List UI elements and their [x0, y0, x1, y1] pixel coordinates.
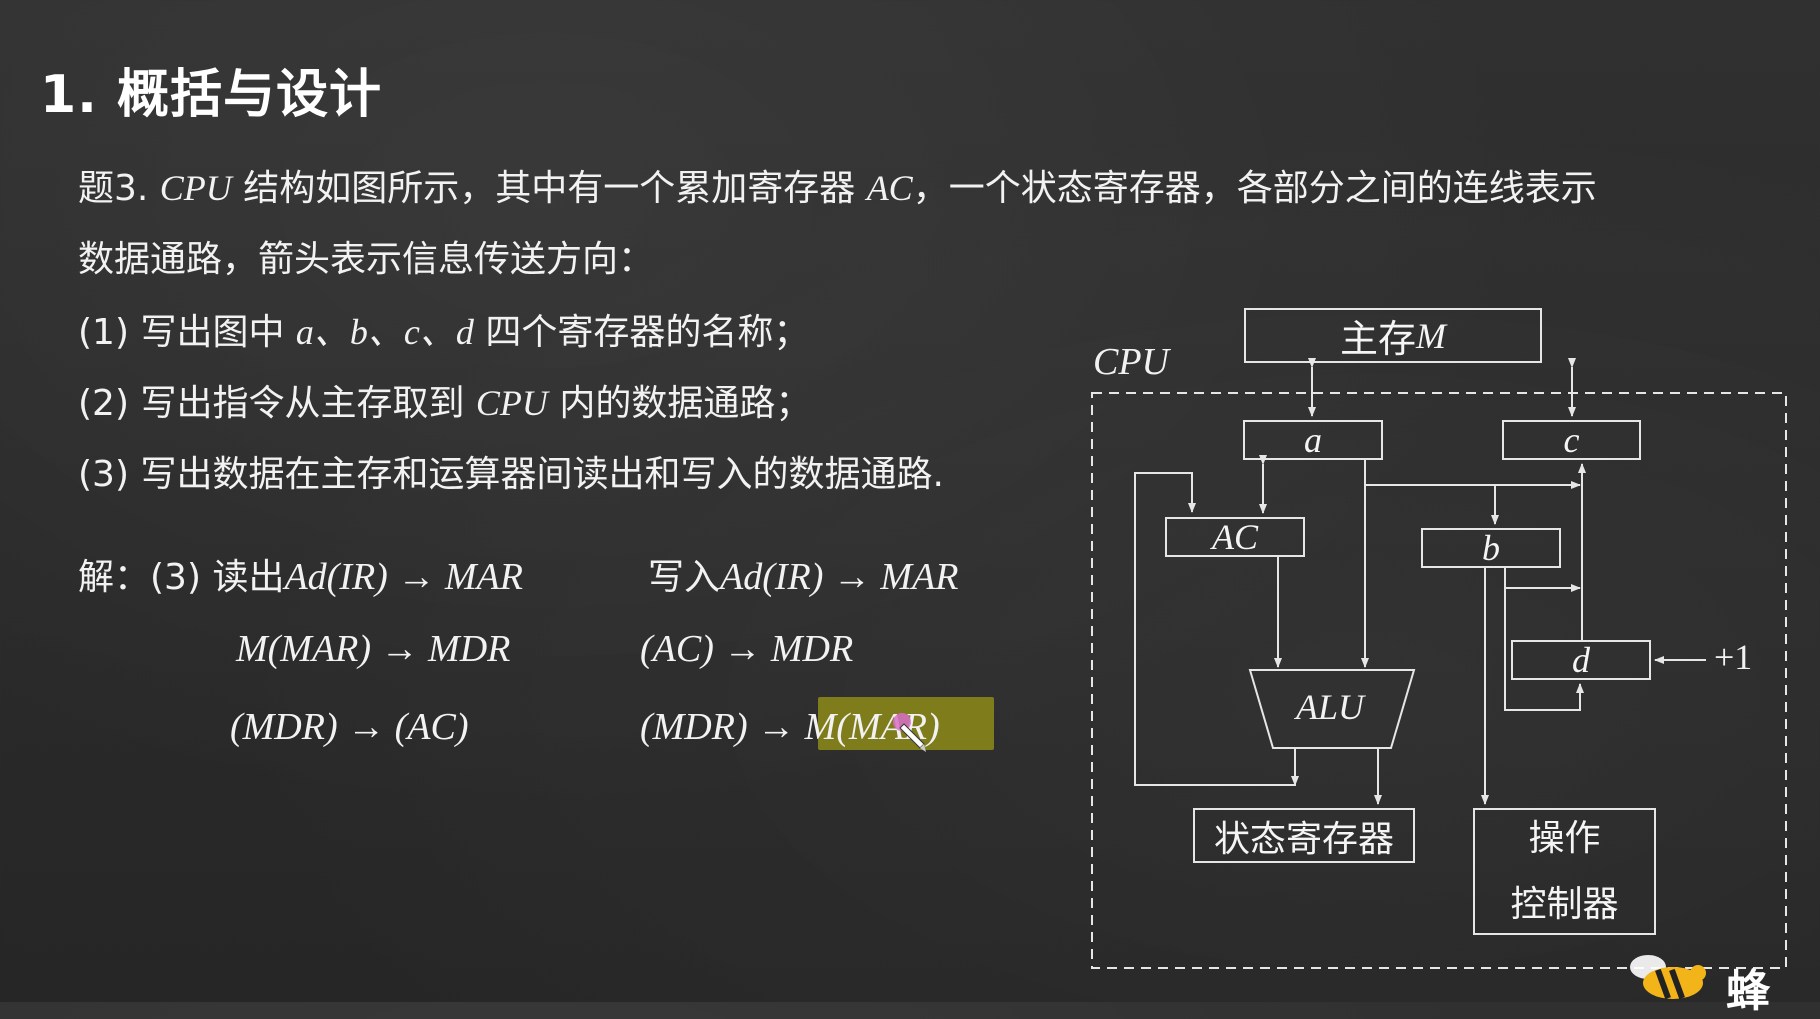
write-step-2-text: (AC) → MDR [640, 628, 854, 670]
control-unit-line-1: 操作 [1528, 817, 1601, 859]
alu-label: ALU [1296, 687, 1365, 727]
register-d-label: d [1572, 640, 1590, 680]
question-text: 四个寄存器的名称； [473, 312, 810, 353]
write-step-1: Ad(IR) → MAR [720, 556, 959, 598]
slide-title: 1. 概括与设计 [40, 65, 383, 125]
question-line-2: 数据通路，箭头表示信息传送方向： [78, 239, 655, 280]
register-b-label: b [1482, 528, 1500, 568]
question-part-2: (2) 写出指令从主存取到 [78, 383, 476, 424]
question-line-1: 题3. CPU 结构如图所示，其中有一个累加寄存器 AC，一个状态寄存器，各部分… [78, 168, 1597, 209]
question-number: 题3. [78, 168, 160, 209]
plus-one-label: +1 [1714, 637, 1753, 677]
solution-write-row-1: 写入Ad(IR) → MAR [648, 548, 958, 600]
write-step-3: (MDR) → M(MAR) [640, 705, 940, 749]
read-step-1: Ad(IR) → MAR [284, 556, 523, 598]
register-a-box: a [1243, 420, 1383, 460]
question-part-1: (1) 写出图中 [78, 312, 296, 353]
main-memory-var: M [1416, 315, 1446, 356]
status-register-label: 状态寄存器 [1213, 818, 1394, 860]
solution-read-row-1: 解：(3) 读出Ad(IR) → MAR [78, 548, 523, 600]
solution-label: 解：(3) 读出 [78, 557, 285, 598]
question-line-5: (3) 写出数据在主存和运算器间读出和写入的数据通路. [78, 454, 944, 495]
pen-cursor-icon [893, 713, 926, 752]
register-b-box: b [1421, 528, 1561, 568]
read-step-2: M(MAR) → MDR [236, 627, 510, 671]
ac-term: AC [866, 168, 913, 208]
control-unit-box: 操作 控制器 [1473, 808, 1656, 935]
question-line-4: (2) 写出指令从主存取到 CPU 内的数据通路； [78, 383, 811, 424]
cpu-term: CPU [475, 383, 548, 423]
question-line-3: (1) 写出图中 a、b、c、d 四个寄存器的名称； [78, 312, 809, 353]
register-ac-box: AC [1165, 517, 1305, 557]
write-step-3-left: (MDR) → [640, 706, 805, 748]
question-text: ，一个状态寄存器，各部分之间的连线表示 [912, 168, 1597, 209]
cpu-label: CPU [1093, 341, 1169, 383]
brand-text: 蜂 [1726, 966, 1770, 1017]
cpu-term: CPU [159, 168, 232, 208]
main-memory-label: 主存 [1339, 317, 1416, 361]
register-vars: a、b、c、d [295, 312, 474, 352]
register-c-label: c [1563, 420, 1580, 460]
bee-logo-icon [1630, 955, 1706, 1000]
write-step-2: (AC) → MDR [640, 627, 853, 671]
question-text: 结构如图所示，其中有一个累加寄存器 [231, 168, 867, 209]
register-c-box: c [1502, 420, 1641, 460]
status-register-box: 状态寄存器 [1193, 808, 1415, 863]
read-step-3: (MDR) → (AC) [230, 705, 468, 749]
write-label: 写入 [648, 557, 721, 598]
read-step-2-text: M(MAR) → MDR [236, 628, 511, 670]
register-a-label: a [1304, 420, 1322, 460]
question-text: 内的数据通路； [547, 383, 812, 424]
register-d-box: d [1511, 640, 1651, 680]
register-ac-label: AC [1211, 517, 1258, 557]
read-step-3-text: (MDR) → (AC) [230, 706, 469, 748]
control-unit-line-2: 控制器 [1510, 883, 1619, 925]
